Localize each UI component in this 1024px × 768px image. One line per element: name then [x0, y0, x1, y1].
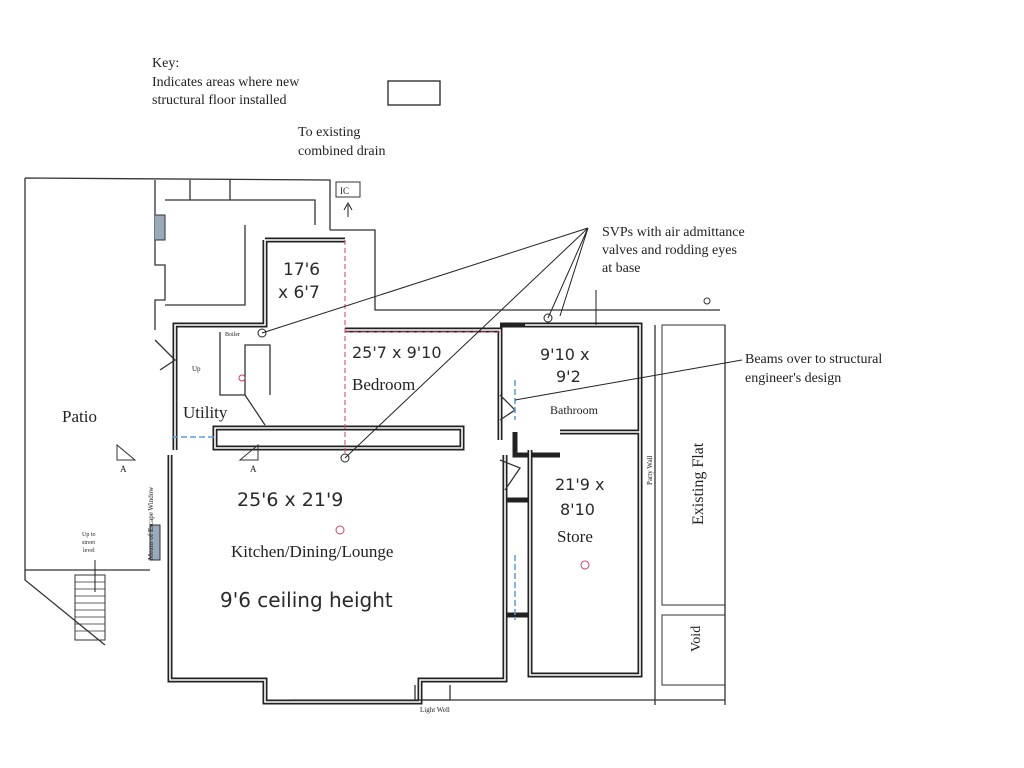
- bathroom-dims-line-2: 9'2: [556, 367, 581, 386]
- party-wall-label: Party Wall: [646, 456, 654, 485]
- inspection-chamber: [335, 181, 361, 198]
- svp-note-line-3: at base: [602, 261, 640, 276]
- ic-label: IC: [340, 186, 349, 196]
- boiler-label: Boiler: [225, 332, 240, 338]
- upper-building-outline: [154, 180, 316, 330]
- drain-arrow-icon: [343, 201, 353, 217]
- key-line-2: structural floor installed: [152, 93, 287, 108]
- kitchen-dims: 25'6 x 21'9: [237, 489, 343, 511]
- key-line-1: Indicates areas where new: [152, 75, 300, 90]
- drain-note-line-2: combined drain: [298, 144, 385, 159]
- structural-walls: [167, 237, 643, 705]
- rear-boundary: [330, 229, 720, 311]
- room-label-bathroom: Bathroom: [550, 403, 599, 417]
- room-label-patio: Patio: [62, 407, 97, 426]
- existing-flat-box: [661, 324, 726, 606]
- light-well-label: Light Well: [420, 706, 450, 714]
- up-label: Up: [192, 365, 201, 373]
- room-label-store: Store: [557, 527, 593, 546]
- street-label-1: Up to: [82, 532, 96, 538]
- room-label-kitchen: Kitchen/Dining/Lounge: [231, 542, 393, 561]
- room-label-existing-flat: Existing Flat: [690, 442, 707, 525]
- room-label-void: Void: [689, 626, 704, 652]
- store-dims-line-2: 8'10: [560, 500, 595, 519]
- key-title: Key:: [152, 56, 179, 71]
- room-label-bedroom: Bedroom: [352, 375, 415, 394]
- key-swatch: [387, 80, 441, 106]
- room-label-utility: Utility: [183, 403, 228, 422]
- upper-window: [155, 214, 166, 241]
- ceiling-height-note: 9'6 ceiling height: [220, 588, 393, 612]
- door-swings: [244, 394, 521, 491]
- street-label-2: street: [82, 540, 95, 546]
- street-stairs: [74, 560, 106, 641]
- svp-note-line-2: valves and rodding eyes: [602, 243, 737, 258]
- beams-note-line-1: Beams over to structural: [745, 352, 882, 367]
- section-a-marker: A: [250, 464, 257, 474]
- bathroom-dims-line-1: 9'10 x: [540, 345, 590, 364]
- svp-note-line-1: SVPs with air admittance: [602, 225, 745, 240]
- escape-window: [149, 524, 161, 561]
- beams-note-line-2: engineer's design: [745, 371, 841, 386]
- room1-dims-line-2: x 6'7: [278, 283, 320, 303]
- escape-window-label: Means of Escape Window: [147, 486, 155, 560]
- void-box: [661, 614, 726, 686]
- svp-leader-lines: [261, 227, 589, 459]
- street-label-3: level: [83, 548, 95, 554]
- section-a-marker: A: [120, 464, 127, 474]
- beams-leader-line: [514, 359, 743, 401]
- room1-dims-line-1: 17'6: [283, 260, 320, 280]
- bedroom-dims: 25'7 x 9'10: [352, 343, 442, 362]
- drain-note-line-1: To existing: [298, 125, 360, 140]
- utility-partition: [219, 332, 271, 396]
- patio-boundary: [24, 177, 331, 646]
- store-dims-line-1: 21'9 x: [555, 475, 605, 494]
